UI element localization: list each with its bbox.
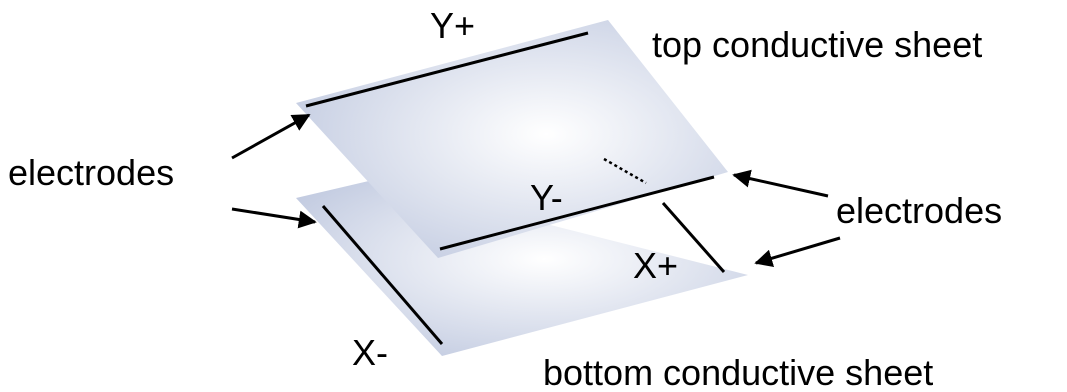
electrode-x-plus: [661, 202, 726, 273]
arrow-to-y-plus-electrode: [231, 113, 311, 160]
electrode-x-minus: [321, 205, 444, 345]
arrow-to-x-minus-electrode: [231, 207, 317, 229]
label-y-minus: Y-: [530, 177, 563, 218]
label-electrodes-left: electrodes: [8, 152, 174, 193]
arrow-to-y-minus-electrode: [732, 169, 829, 198]
electrode-y-minus: [439, 175, 715, 251]
label-y-plus: Y+: [430, 5, 475, 46]
label-top-conductive-sheet: top conductive sheet: [652, 24, 982, 65]
electrode-y-plus: [305, 31, 589, 108]
label-electrodes-right: electrodes: [836, 190, 1002, 231]
hidden-edge-dotted-line: [603, 157, 647, 185]
arrow-to-x-plus-electrode: [754, 236, 841, 268]
label-x-plus: X+: [633, 245, 678, 286]
label-bottom-conductive-sheet: bottom conductive sheet: [543, 352, 933, 392]
label-x-minus: X-: [352, 332, 388, 373]
